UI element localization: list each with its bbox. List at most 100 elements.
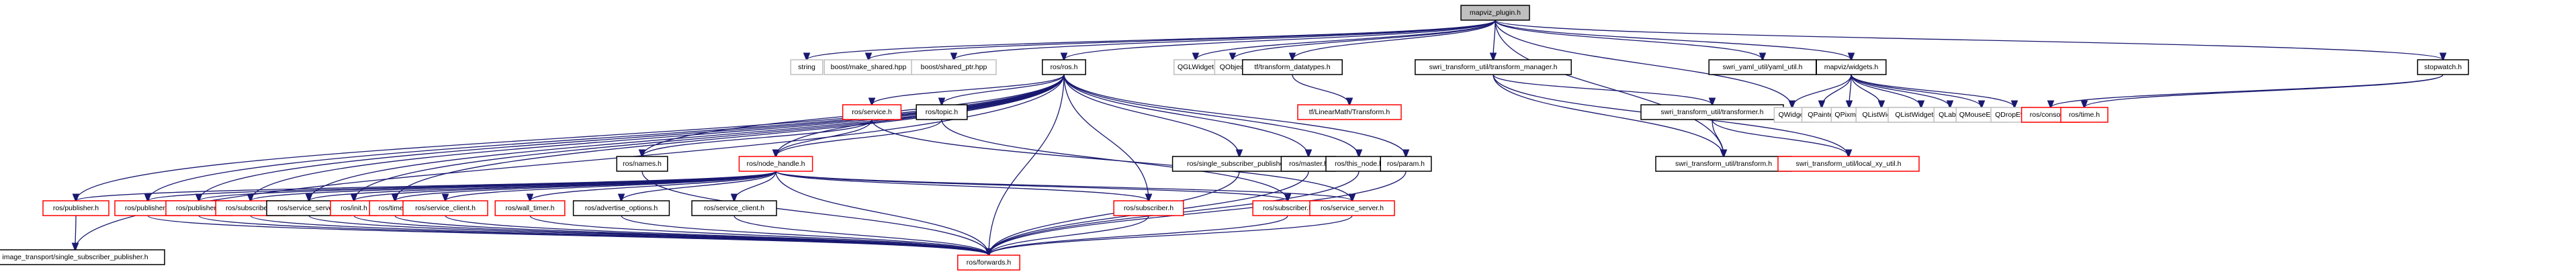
edge-node_handle-to-forwards — [775, 171, 989, 255]
node-label: string — [798, 63, 815, 71]
node-node-handle[interactable]: ros/node_handle.h — [738, 156, 813, 172]
node-box — [572, 200, 670, 216]
node-init[interactable]: ros/init.h — [330, 200, 378, 216]
node-widgets[interactable]: mapviz/widgets.h — [1816, 59, 1887, 75]
node-sub2[interactable]: ros/subscriber.h — [1113, 200, 1184, 216]
node-pub2[interactable]: ros/publisher.h — [114, 200, 181, 216]
node-label: ros/advertise_options.h — [585, 204, 658, 212]
node-label: ros/subscriber.h — [1124, 204, 1173, 212]
node-service[interactable]: ros/service.h — [842, 104, 902, 120]
node-box — [494, 200, 566, 216]
node-label: ros/service.h — [852, 108, 892, 116]
edge-service-to-node_handle — [776, 119, 873, 156]
node-param[interactable]: ros/param.h — [1380, 156, 1432, 172]
edge-srvsrv2-to-forwards — [989, 215, 1353, 255]
node-ros[interactable]: ros/ros.h — [1042, 59, 1086, 75]
node-label: QPainter — [1808, 111, 1836, 119]
node-local-xy[interactable]: swri_transform_util/local_xy_util.h — [1777, 156, 1920, 172]
node-label: ros/names.h — [623, 160, 662, 168]
edge-ros-to-master — [1063, 74, 1308, 156]
node-yaml[interactable]: swri_yaml_util/yaml_util.h — [1708, 59, 1817, 75]
node-master[interactable]: ros/master.h — [1280, 156, 1337, 172]
edge-node_handle-to-srvcli2 — [734, 171, 776, 201]
node-tmgr[interactable]: swri_transform_util/transform_manager.h — [1415, 59, 1572, 75]
node-tf-lm[interactable]: tf/LinearMath/Transform.h — [1297, 104, 1402, 120]
node-box — [0, 249, 165, 265]
node-box — [916, 104, 968, 120]
node-transformer[interactable]: swri_transform_util/transformer.h — [1640, 104, 1784, 120]
edge-root-to-ros — [1064, 19, 1496, 60]
edge-root-to-yaml — [1495, 19, 1763, 60]
edge-ros-to-init — [354, 74, 1065, 201]
edge-pub3-to-forwards — [198, 215, 989, 255]
node-box — [1777, 156, 1920, 172]
edge-ros-to-srvsrv1 — [309, 74, 1065, 201]
edge-widgets-to-qpainter — [1822, 74, 1852, 107]
node-label: swri_yaml_util/yaml_util.h — [1722, 63, 1802, 71]
edge-timer-to-forwards — [394, 215, 989, 255]
edge-tmgr-to-transformer — [1493, 74, 1712, 105]
edge-node_handle-to-sub3 — [775, 171, 1288, 201]
node-wall-timer[interactable]: ros/wall_timer.h — [494, 200, 566, 216]
node-box — [1816, 59, 1887, 75]
node-box — [1460, 5, 1530, 21]
node-time[interactable]: ros/time.h — [2060, 107, 2108, 123]
node-label: ros/single_subscriber_publisher.h — [1187, 160, 1292, 168]
node-box — [691, 200, 777, 216]
node-box — [1113, 200, 1184, 216]
node-tf-dt[interactable]: tf/transform_datatypes.h — [1242, 59, 1343, 75]
edge-topic-to-node_handle — [776, 119, 942, 156]
edge-tf_dt-to-tf_lm — [1292, 74, 1349, 105]
node-qwidget: QWidget — [1773, 107, 1811, 123]
node-forwards[interactable]: ros/forwards.h — [957, 255, 1020, 271]
node-ssp[interactable]: ros/single_subscriber_publisher.h — [1171, 156, 1307, 172]
node-label: ros/publisher.h — [176, 204, 222, 212]
node-sub3[interactable]: ros/subscriber.h — [1252, 200, 1323, 216]
node-box — [911, 59, 997, 75]
node-topic[interactable]: ros/topic.h — [916, 104, 968, 120]
node-img-ssp[interactable]: image_transport/single_subscriber_publis… — [0, 249, 165, 265]
node-box — [957, 255, 1020, 271]
node-adv-opts[interactable]: ros/advertise_options.h — [572, 200, 670, 216]
node-label: ros/service_client.h — [415, 204, 476, 212]
node-box — [1415, 59, 1572, 75]
node-label: boost/make_shared.hpp — [831, 63, 907, 71]
node-label: stopwatch.h — [2424, 63, 2462, 71]
node-srvsrv2[interactable]: ros/service_server.h — [1309, 200, 1395, 216]
node-srvcli1[interactable]: ros/service_client.h — [402, 200, 488, 216]
node-transform[interactable]: swri_transform_util/transform.h — [1655, 156, 1792, 172]
node-shared-ptr: boost/shared_ptr.hpp — [911, 59, 997, 75]
edge-ros-to-img_ssp — [75, 74, 1065, 250]
edge-node_handle-to-srvsrv1 — [309, 171, 776, 201]
node-names[interactable]: ros/names.h — [616, 156, 668, 172]
node-label: ros/time.h — [2069, 111, 2100, 119]
node-label: swri_transform_util/transformer.h — [1661, 108, 1764, 116]
node-label: ros/service_client.h — [704, 204, 764, 212]
edge-root-to-tmgr — [1493, 19, 1495, 60]
edge-widgets-to-qpixmap — [1849, 74, 1851, 107]
edge-node_handle-to-adv_opts — [621, 171, 776, 201]
node-label: ros/wall_timer.h — [506, 204, 555, 212]
node-this-node[interactable]: ros/this_node.h — [1325, 156, 1392, 172]
node-stopwatch[interactable]: stopwatch.h — [2417, 59, 2469, 75]
edge-stopwatch-to-console — [2051, 74, 2444, 107]
node-box — [842, 104, 902, 120]
node-label: ros/ros.h — [1051, 63, 1078, 71]
edge-widgets-to-qlistwidget — [1851, 74, 1881, 107]
edge-ros-to-this_node — [1063, 74, 1359, 156]
node-label: ros/master.h — [1289, 160, 1328, 168]
node-root[interactable]: mapviz_plugin.h — [1460, 5, 1530, 21]
edge-ros-to-topic — [942, 74, 1065, 105]
node-srvcli2[interactable]: ros/service_client.h — [691, 200, 777, 216]
node-label: tf/LinearMath/Transform.h — [1309, 108, 1390, 116]
node-pub1[interactable]: ros/publisher.h — [42, 200, 109, 216]
node-box — [616, 156, 668, 172]
edges-layer — [75, 19, 2444, 255]
edge-root-to-qobject — [1233, 19, 1496, 60]
edge-root-to-qglwidget — [1196, 19, 1496, 60]
node-label: ros/param.h — [1387, 160, 1425, 168]
edge-widgets-to-qdropevent — [1851, 74, 2014, 107]
node-label: tf/transform_datatypes.h — [1254, 63, 1330, 71]
node-box — [790, 59, 824, 75]
node-label: ros/subscriber.h — [1263, 204, 1313, 212]
